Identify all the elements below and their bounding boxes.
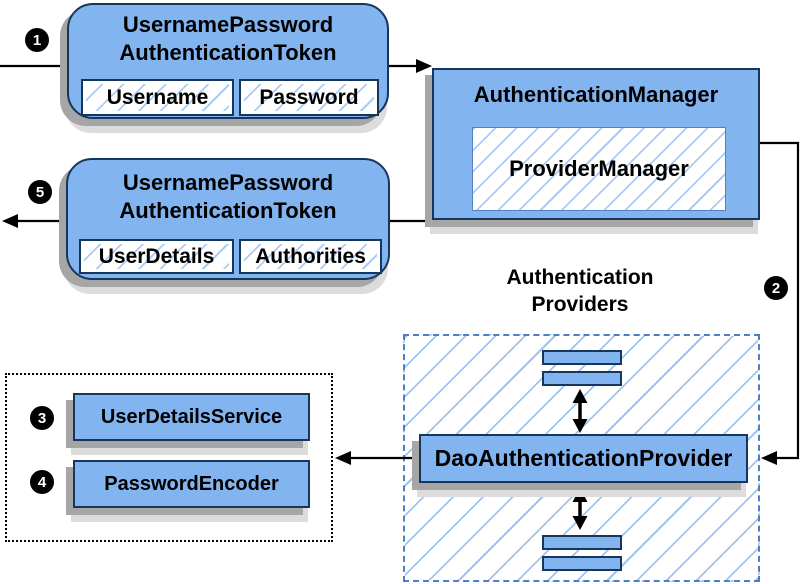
- authorities-field-label: Authorities: [255, 244, 366, 268]
- username-field-label: Username: [106, 85, 209, 109]
- double-arrow-bottom: [572, 488, 588, 530]
- user-details-service-box: UserDetailsService: [73, 393, 310, 441]
- arrow-dao-to-services: [335, 451, 419, 465]
- step-1-number: 1: [32, 31, 42, 49]
- token-response-title: UsernamePassword AuthenticationToken: [68, 160, 388, 225]
- step-2-badge: 2: [764, 276, 788, 300]
- double-arrow-top: [572, 389, 588, 433]
- provider-stack-bar-bottom-1: [542, 535, 622, 550]
- password-field-label: Password: [259, 85, 359, 109]
- authentication-manager-title: AuthenticationManager: [473, 82, 719, 107]
- provider-manager-label: ProviderManager: [509, 156, 689, 181]
- username-password-token-response-box: UsernamePassword AuthenticationToken Use…: [66, 158, 390, 280]
- authentication-providers-heading: Authentication Providers: [455, 264, 705, 318]
- authorities-field-box: Authorities: [239, 239, 382, 274]
- username-password-token-request-box: UsernamePassword AuthenticationToken Use…: [67, 3, 389, 119]
- authentication-providers-heading-line2: Providers: [531, 293, 629, 316]
- user-details-service-label: UserDetailsService: [100, 405, 283, 428]
- step-5-badge: 5: [28, 180, 52, 204]
- token-response-title-line2: AuthenticationToken: [119, 198, 337, 223]
- step-4-number: 4: [37, 473, 47, 491]
- step-2-number: 2: [771, 279, 781, 297]
- user-details-field-box: UserDetails: [79, 239, 234, 274]
- token-request-title-line1: UsernamePassword: [122, 12, 334, 37]
- provider-stack-bar-bottom-2: [542, 556, 622, 571]
- provider-stack-bar-top-1: [542, 350, 622, 365]
- authentication-manager-box: AuthenticationManager ProviderManager: [432, 68, 760, 220]
- step-3-number: 3: [37, 409, 47, 427]
- dao-authentication-provider-label: DaoAuthenticationProvider: [434, 445, 733, 471]
- authentication-providers-heading-line1: Authentication: [506, 266, 654, 289]
- username-field-box: Username: [81, 79, 234, 116]
- step-3-badge: 3: [30, 406, 54, 430]
- step-1-badge: 1: [25, 28, 49, 52]
- token-request-title: UsernamePassword AuthenticationToken: [69, 5, 387, 67]
- step-4-badge: 4: [30, 470, 54, 494]
- token-request-title-line2: AuthenticationToken: [119, 40, 337, 65]
- token-response-title-line1: UsernamePassword: [122, 170, 334, 195]
- password-encoder-label: PasswordEncoder: [104, 472, 279, 495]
- user-details-field-label: UserDetails: [98, 244, 215, 268]
- password-field-box: Password: [239, 79, 379, 116]
- connector-manager-to-dao-provider: [760, 141, 800, 465]
- provider-stack-bar-top-2: [542, 371, 622, 386]
- step-5-number: 5: [35, 183, 45, 201]
- dao-authentication-provider-box: DaoAuthenticationProvider: [419, 434, 748, 483]
- provider-manager-box: ProviderManager: [472, 127, 726, 211]
- password-encoder-box: PasswordEncoder: [73, 460, 310, 508]
